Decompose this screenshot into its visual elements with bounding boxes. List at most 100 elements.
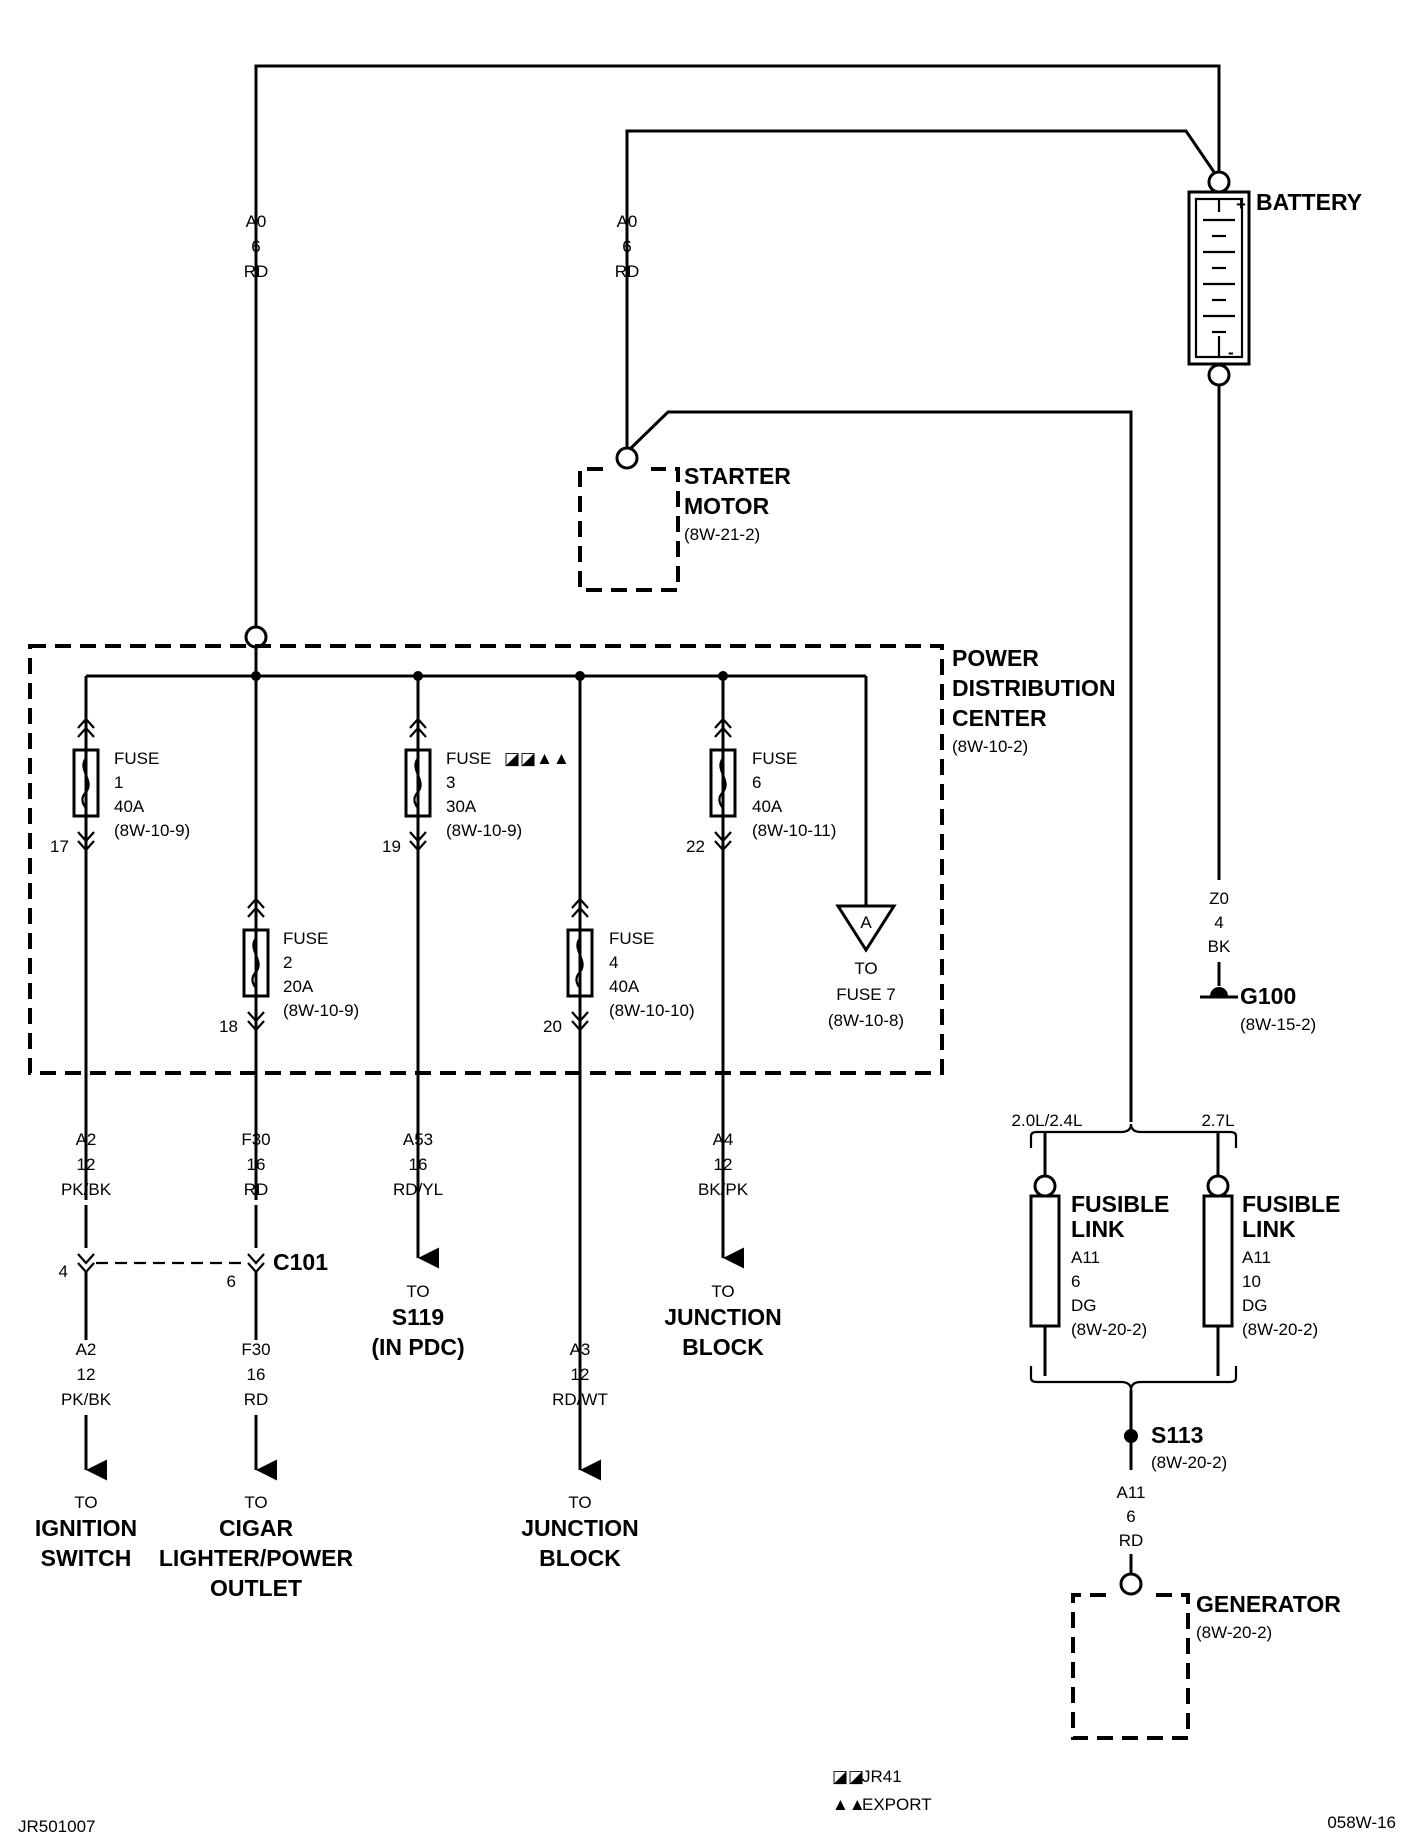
dest-junction-block-a3: TO JUNCTION BLOCK <box>521 1493 639 1571</box>
svg-text:A4: A4 <box>713 1130 734 1149</box>
splice-ref: (8W-20-2) <box>1151 1453 1227 1472</box>
footer-left: JR501007 <box>18 1817 96 1836</box>
jr41-symbol: ◪◪ <box>832 1767 864 1786</box>
svg-text:A53: A53 <box>403 1130 433 1149</box>
fuse-7-reference: A TO FUSE 7 (8W-10-8) <box>828 676 904 1030</box>
svg-text:16: 16 <box>247 1155 266 1174</box>
svg-text:6: 6 <box>1126 1507 1135 1526</box>
svg-text:10: 10 <box>1242 1272 1261 1291</box>
svg-text:F30: F30 <box>241 1130 270 1149</box>
svg-text:4: 4 <box>59 1262 68 1281</box>
svg-text:12: 12 <box>714 1155 733 1174</box>
svg-text:16: 16 <box>247 1365 266 1384</box>
svg-text:TO: TO <box>406 1282 429 1301</box>
battery-minus-label: - <box>1228 343 1234 362</box>
svg-text:S119: S119 <box>392 1304 444 1330</box>
svg-text:RD: RD <box>244 1390 269 1409</box>
svg-text:(8W-10-2): (8W-10-2) <box>952 737 1028 756</box>
svg-text:BK/PK: BK/PK <box>698 1180 749 1199</box>
svg-text:(8W-10-8): (8W-10-8) <box>828 1011 904 1030</box>
dest-ignition-switch: TO IGNITION SWITCH <box>35 1493 137 1571</box>
svg-text:TO: TO <box>568 1493 591 1512</box>
svg-text:17: 17 <box>50 837 69 856</box>
svg-text:RD: RD <box>615 262 640 281</box>
svg-text:40A: 40A <box>114 797 145 816</box>
svg-text:20: 20 <box>543 1017 562 1036</box>
svg-text:DG: DG <box>1242 1296 1268 1315</box>
svg-text:2: 2 <box>283 953 292 972</box>
svg-text:STARTER: STARTER <box>684 463 791 489</box>
svg-text:12: 12 <box>77 1155 96 1174</box>
svg-text:(8W-10-9): (8W-10-9) <box>283 1001 359 1020</box>
splice-dot <box>1124 1429 1138 1443</box>
ground-ref: (8W-15-2) <box>1240 1015 1316 1034</box>
svg-text:4: 4 <box>1214 913 1223 932</box>
svg-text:RD: RD <box>1119 1531 1144 1550</box>
svg-text:18: 18 <box>219 1017 238 1036</box>
svg-text:6: 6 <box>227 1272 236 1291</box>
svg-text:A0: A0 <box>617 212 638 231</box>
starter-label: STARTER MOTOR (8W-21-2) <box>684 463 791 544</box>
svg-text:4: 4 <box>609 953 618 972</box>
svg-text:F30: F30 <box>241 1340 270 1359</box>
svg-text:40A: 40A <box>609 977 640 996</box>
svg-text:DISTRIBUTION: DISTRIBUTION <box>952 675 1116 701</box>
svg-text:A11: A11 <box>1117 1483 1146 1502</box>
svg-text:BLOCK: BLOCK <box>682 1334 764 1360</box>
svg-text:PK/BK: PK/BK <box>61 1390 112 1409</box>
svg-text:19: 19 <box>382 837 401 856</box>
wire-a4-label: A4 12 BK/PK <box>698 1130 749 1199</box>
svg-text:2.7L: 2.7L <box>1201 1111 1234 1130</box>
splice-name: S113 <box>1151 1422 1203 1448</box>
battery-title: BATTERY <box>1256 189 1362 215</box>
connector-name: C101 <box>273 1249 328 1275</box>
svg-text:(8W-10-10): (8W-10-10) <box>609 1001 695 1020</box>
svg-text:6: 6 <box>622 237 631 256</box>
svg-text:FUSIBLE: FUSIBLE <box>1071 1191 1169 1217</box>
svg-text:RD/YL: RD/YL <box>393 1180 443 1199</box>
wire-f30-top-label: F30 16 RD <box>241 1130 270 1199</box>
wire-a0-left-label: A0 6 RD <box>244 212 269 281</box>
svg-text:A3: A3 <box>570 1340 591 1359</box>
fusible-link-right <box>1202 1132 1234 1376</box>
svg-text:SWITCH: SWITCH <box>41 1545 132 1571</box>
pdc-boundary <box>28 644 944 1075</box>
dest-s119: TO S119 (IN PDC) <box>371 1282 464 1360</box>
svg-text:Z0: Z0 <box>1209 889 1229 908</box>
svg-text:JUNCTION: JUNCTION <box>664 1304 782 1330</box>
generator-feed-wire <box>629 410 1133 1122</box>
fuse-6-label: FUSE 6 40A (8W-10-11) 22 <box>686 749 836 856</box>
svg-text:3: 3 <box>446 773 455 792</box>
svg-text:MOTOR: MOTOR <box>684 493 770 519</box>
footer-right: 058W-16 <box>1327 1813 1396 1832</box>
svg-text:FUSE 7: FUSE 7 <box>836 985 896 1004</box>
svg-text:FUSIBLE: FUSIBLE <box>1242 1191 1340 1217</box>
svg-text:(8W-10-9): (8W-10-9) <box>446 821 522 840</box>
svg-text:FUSE: FUSE <box>114 749 159 768</box>
connector-c101: 4 6 C101 <box>59 1205 328 1291</box>
svg-text:12: 12 <box>571 1365 590 1384</box>
fuse-4 <box>566 676 594 1468</box>
svg-text:30A: 30A <box>446 797 477 816</box>
wire-a2-bottom-label: A2 12 PK/BK <box>61 1340 112 1409</box>
battery: + - <box>1187 170 1251 387</box>
fuse-3-market-marks: ◪◪▲▲ <box>504 749 570 768</box>
svg-text:(8W-10-9): (8W-10-9) <box>114 821 190 840</box>
fuse-6 <box>709 676 737 1256</box>
export-symbol: ▲▲ <box>832 1795 866 1814</box>
wire-a0-right-path <box>625 129 1216 448</box>
svg-text:A11: A11 <box>1071 1248 1100 1267</box>
svg-text:FUSE: FUSE <box>752 749 797 768</box>
svg-text:A2: A2 <box>76 1130 97 1149</box>
fusible-join-brace <box>1029 1366 1238 1391</box>
legend-jr41: JR41 <box>862 1767 902 1786</box>
wire-a0-right-label: A0 6 RD <box>615 212 640 281</box>
svg-text:(IN PDC): (IN PDC) <box>371 1334 464 1360</box>
pdc-label: POWER DISTRIBUTION CENTER (8W-10-2) <box>952 645 1116 756</box>
svg-text:RD: RD <box>244 1180 269 1199</box>
svg-text:IGNITION: IGNITION <box>35 1515 137 1541</box>
svg-text:(8W-20-2): (8W-20-2) <box>1196 1623 1272 1642</box>
fusible-link-left-label: FUSIBLE LINK A11 6 DG (8W-20-2) <box>1071 1191 1169 1339</box>
svg-text:TO: TO <box>74 1493 97 1512</box>
